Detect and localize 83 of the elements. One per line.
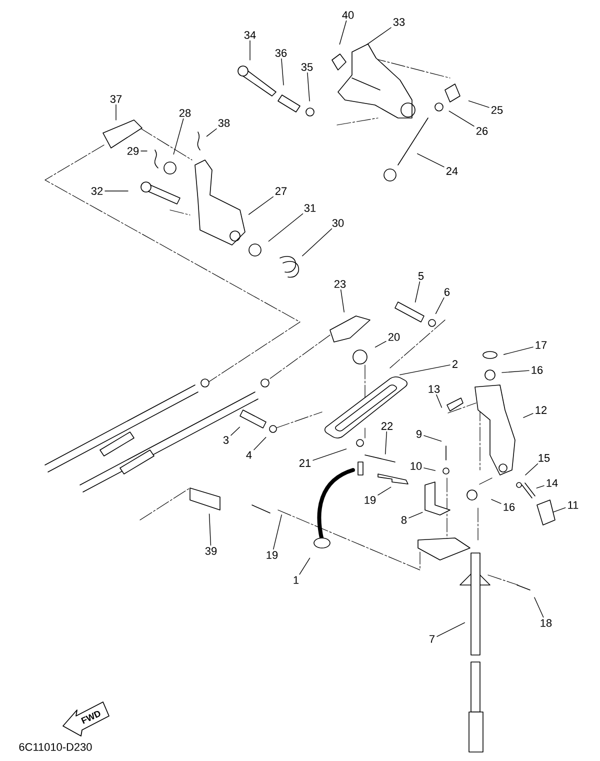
callout-number: 25 xyxy=(491,106,503,114)
leader-line xyxy=(281,58,284,86)
callout-number: 11 xyxy=(568,501,578,509)
leader-line xyxy=(339,20,347,45)
leader-line xyxy=(268,213,304,242)
callout-number: 10 xyxy=(410,462,422,470)
callout-number: 29 xyxy=(127,147,139,155)
leader-line xyxy=(534,597,544,618)
leader-line xyxy=(374,340,386,348)
callout-number: 7 xyxy=(430,635,434,643)
leader-line xyxy=(206,128,217,137)
callout-number: 9 xyxy=(416,430,422,438)
callout-number: 33 xyxy=(393,18,405,26)
callout-number: 18 xyxy=(540,619,552,627)
callout-number: 6 xyxy=(444,288,450,296)
leader-line xyxy=(385,431,388,454)
callout-number: 35 xyxy=(301,63,313,71)
leader-line xyxy=(299,558,310,575)
callout-number: 17 xyxy=(536,341,547,349)
callout-number: 16 xyxy=(532,366,543,374)
callout-number: 1 xyxy=(294,576,299,584)
callout-number: 14 xyxy=(546,479,558,487)
callout-number: 16 xyxy=(504,503,515,511)
leader-line xyxy=(254,436,266,450)
leader-line xyxy=(523,413,534,418)
leader-line xyxy=(435,297,444,314)
leader-line xyxy=(417,153,444,168)
leader-line xyxy=(312,448,347,461)
callout-number: 8 xyxy=(401,516,407,524)
callout-number: 36 xyxy=(275,49,287,57)
leader-line xyxy=(448,110,474,126)
leader-line xyxy=(104,190,128,192)
callout-number: 2 xyxy=(452,360,458,368)
callout-number: 32 xyxy=(91,187,103,195)
callout-number: 28 xyxy=(179,109,191,117)
callout-number: 3 xyxy=(223,436,229,444)
leader-line xyxy=(436,622,465,637)
callout-number: 27 xyxy=(275,187,287,195)
callout-number: 20 xyxy=(388,333,400,341)
leader-line xyxy=(525,463,538,476)
callout-number: 23 xyxy=(334,280,346,288)
leader-line xyxy=(340,289,344,312)
leader-line xyxy=(307,72,310,102)
leader-line xyxy=(366,27,392,45)
leader-line xyxy=(424,435,442,442)
leader-line xyxy=(436,394,442,408)
callout-number: 26 xyxy=(476,127,488,135)
leader-line xyxy=(553,507,566,512)
leader-line xyxy=(208,514,212,546)
callout-number: 34 xyxy=(244,31,256,39)
callout-number: 12 xyxy=(536,406,547,414)
callout-number: 13 xyxy=(428,385,440,393)
leader-line xyxy=(248,196,274,215)
callout-number: 19 xyxy=(266,551,278,559)
part-code: 6C11010-D230 xyxy=(19,743,92,751)
callout-number: 21 xyxy=(299,459,311,467)
callout-number: 4 xyxy=(246,451,252,459)
leader-line xyxy=(414,281,420,302)
callout-number: 24 xyxy=(446,167,458,175)
callout-number: 22 xyxy=(381,422,393,430)
leader-line xyxy=(468,100,490,108)
callout-number: 38 xyxy=(218,119,230,127)
leader-line xyxy=(273,514,282,550)
leader-line xyxy=(230,426,240,436)
callout-number: 15 xyxy=(538,454,550,462)
leader-line xyxy=(408,512,423,518)
leader-line xyxy=(491,499,502,504)
leader-line xyxy=(140,150,148,152)
callout-number: 30 xyxy=(332,219,344,227)
leader-line xyxy=(400,364,450,376)
callout-number: 37 xyxy=(110,95,122,103)
leader-line xyxy=(302,228,332,256)
callout-number: 39 xyxy=(205,547,217,555)
callout-number: 40 xyxy=(342,11,354,19)
leader-line xyxy=(503,346,534,355)
callout-number: 19 xyxy=(364,496,376,504)
leader-line xyxy=(536,485,544,488)
leader-line xyxy=(378,486,392,496)
leader-line xyxy=(173,118,184,155)
leader-line xyxy=(424,468,436,471)
callout-number: 31 xyxy=(304,204,316,212)
callout-number: 5 xyxy=(418,272,424,280)
leader-line xyxy=(502,370,530,373)
